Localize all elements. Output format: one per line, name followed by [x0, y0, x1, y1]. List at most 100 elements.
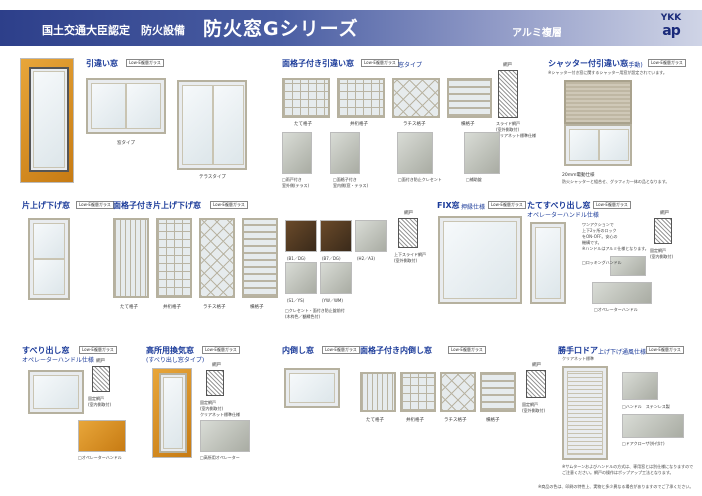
- option-caption: □オペレーターハンドル: [78, 455, 122, 460]
- operator-photo: [592, 282, 652, 304]
- screen-mesh-icon: [92, 366, 110, 392]
- grid-caption: 井桁格子: [406, 418, 424, 423]
- section-title-uchitaoshi: 内倒し窓: [282, 346, 314, 355]
- section-title-menkoshi-katasage: 面格子付き片上げ下げ窓: [113, 201, 201, 210]
- section-title-suberidashi: すべり出し窓: [22, 346, 70, 355]
- screen-caption: 固定網戸: [522, 402, 538, 407]
- badge: Low-E複層ガラス: [210, 201, 248, 209]
- screen-label: 網戸: [532, 363, 541, 368]
- detail-caption: □雨戸付き: [282, 177, 302, 182]
- screen-caption: (室内側取付): [88, 402, 112, 407]
- screen-label: 網戸: [96, 359, 105, 364]
- screen-label: 網戸: [503, 63, 512, 68]
- detail-caption: □補助錠: [466, 177, 482, 182]
- color-caption: (B1／DG): [287, 256, 306, 261]
- grid-vertical: [282, 78, 330, 118]
- grid-vertical: [360, 372, 396, 412]
- detail-photo: [397, 132, 433, 174]
- color-caption: (B7／DG): [322, 256, 341, 261]
- badge: Low-E複層ガラス: [448, 346, 486, 354]
- subtitle-window-type: 窓タイプ: [398, 62, 423, 69]
- grid-caption: ラチス格子: [403, 122, 426, 127]
- grid-caption: たて格子: [294, 122, 312, 127]
- screen-caption: (室内側取付): [200, 406, 224, 411]
- katteguchi-note: ご注意ください。網戸の操作はポップアップ工法となります。: [562, 470, 674, 475]
- screen-label: 網戸: [660, 211, 669, 216]
- screen-mesh-icon: [526, 370, 546, 398]
- grid-vertical: [113, 218, 149, 298]
- color-swatch: [285, 262, 317, 294]
- option-caption: □ハンドル ステンレス製: [622, 404, 670, 409]
- badge: Low-E複層ガラス: [648, 59, 686, 67]
- window-hikichigai-window: [86, 78, 166, 134]
- window-suberidashi: [28, 370, 84, 414]
- badge: Low-E複層ガラス: [361, 59, 399, 67]
- screen-caption: (室内側取付): [650, 254, 674, 259]
- subtitle-katteguchi: 上げ下げ通風仕様: [598, 349, 647, 356]
- window-hikichigai-terrace: [177, 80, 247, 170]
- option-caption: □ドアクローザ(外付け): [622, 441, 665, 446]
- tatesuberi-note: 機構です。: [582, 240, 602, 245]
- badge: Low-E複層ガラス: [76, 201, 114, 209]
- page-title: 防火窓Gシリーズ: [203, 18, 359, 40]
- screen-caption: 固定網戸: [650, 248, 666, 253]
- detail-caption: 室外側(テラス): [282, 183, 310, 188]
- logo-bottom: ap: [662, 23, 680, 39]
- badge: Low-E複層ガラス: [79, 346, 117, 354]
- screen-mesh-icon: [206, 370, 224, 396]
- color-swatch: [320, 262, 352, 294]
- header-bar: 国土交通大臣認定 防火設備 防火窓Gシリーズ アルミ複層: [0, 10, 702, 46]
- subtitle-operator: オペレーターハンドル仕様: [527, 212, 599, 219]
- window-katasage: [28, 218, 70, 300]
- badge: Low-E複層ガラス: [126, 59, 164, 67]
- grid-caption: 横格子: [486, 418, 500, 423]
- option-caption: □クレセント・面付き防止錠前付: [285, 308, 345, 313]
- color-swatch: [320, 220, 352, 252]
- detail-caption: □面付き防止クレセント: [398, 177, 442, 182]
- screen-label: 網戸: [404, 211, 413, 216]
- grid-lattice: [199, 218, 235, 298]
- grid-caption: 井桁格子: [350, 122, 368, 127]
- grid-horizontal: [447, 78, 492, 118]
- grid-igeta: [400, 372, 436, 412]
- grid-caption: 横格子: [250, 305, 264, 310]
- material-label: アルミ複層: [512, 28, 562, 39]
- subtitle-clearnet: クリアネット標準: [562, 356, 594, 361]
- color-caption: (H2／A3): [357, 256, 375, 261]
- section-title-shutter: シャッター付引違い窓: [548, 59, 628, 68]
- screen-caption: クリアネット標準仕様: [496, 133, 536, 138]
- operator-photo: [200, 420, 250, 452]
- screen-mesh-icon: [654, 218, 672, 244]
- window-tatesuberi: [530, 222, 566, 304]
- tatesuberi-note: ワンアクションで: [582, 222, 614, 227]
- color-caption: (YW／WM): [322, 298, 343, 303]
- option-caption: □高所用オペレーター: [200, 455, 240, 460]
- detail-photo: [330, 132, 360, 174]
- tatesuberi-note: をON-OFF。安心の: [582, 234, 618, 239]
- badge: Low-E複層ガラス: [202, 346, 240, 354]
- footer-note: ※商品の色は、印刷の特性上、実物と多少異なる場合がありますのでご了承ください。: [538, 484, 694, 489]
- screen-caption: (室外側取付): [394, 258, 418, 263]
- option-caption: (木枠色／額縁色付): [285, 314, 321, 319]
- cert-label: 国土交通大臣認定 防火設備: [42, 24, 185, 37]
- logo-top: YKK: [660, 13, 682, 23]
- grid-horizontal: [242, 218, 278, 298]
- grid-caption: 横格子: [461, 122, 475, 127]
- grid-igeta: [156, 218, 192, 298]
- grid-caption: 井桁格子: [163, 305, 181, 310]
- badge: Low-E複層ガラス: [322, 346, 360, 354]
- subtitle-manual: (手動): [626, 62, 643, 69]
- shutter-note: ※シャッター付き窓に関するシャッター用窓が設定されています。: [548, 70, 667, 75]
- door-katteguchi: [562, 366, 608, 460]
- section-title-katasage: 片上げ下げ窓: [22, 201, 70, 210]
- section-title-fix: FIX窓: [437, 201, 460, 210]
- grid-caption: ラチス格子: [203, 305, 226, 310]
- badge: Low-E複層ガラス: [488, 201, 526, 209]
- grid-lattice: [392, 78, 440, 118]
- grid-horizontal: [480, 372, 516, 412]
- section-title-menkoshi-uchitaoshi: 面格子付き内倒し窓: [360, 346, 432, 355]
- grid-caption: ラチス格子: [444, 418, 467, 423]
- screen-caption: クリアネット標準仕様: [200, 412, 240, 417]
- handle-photo: [610, 256, 646, 276]
- screen-label: 網戸: [212, 363, 221, 368]
